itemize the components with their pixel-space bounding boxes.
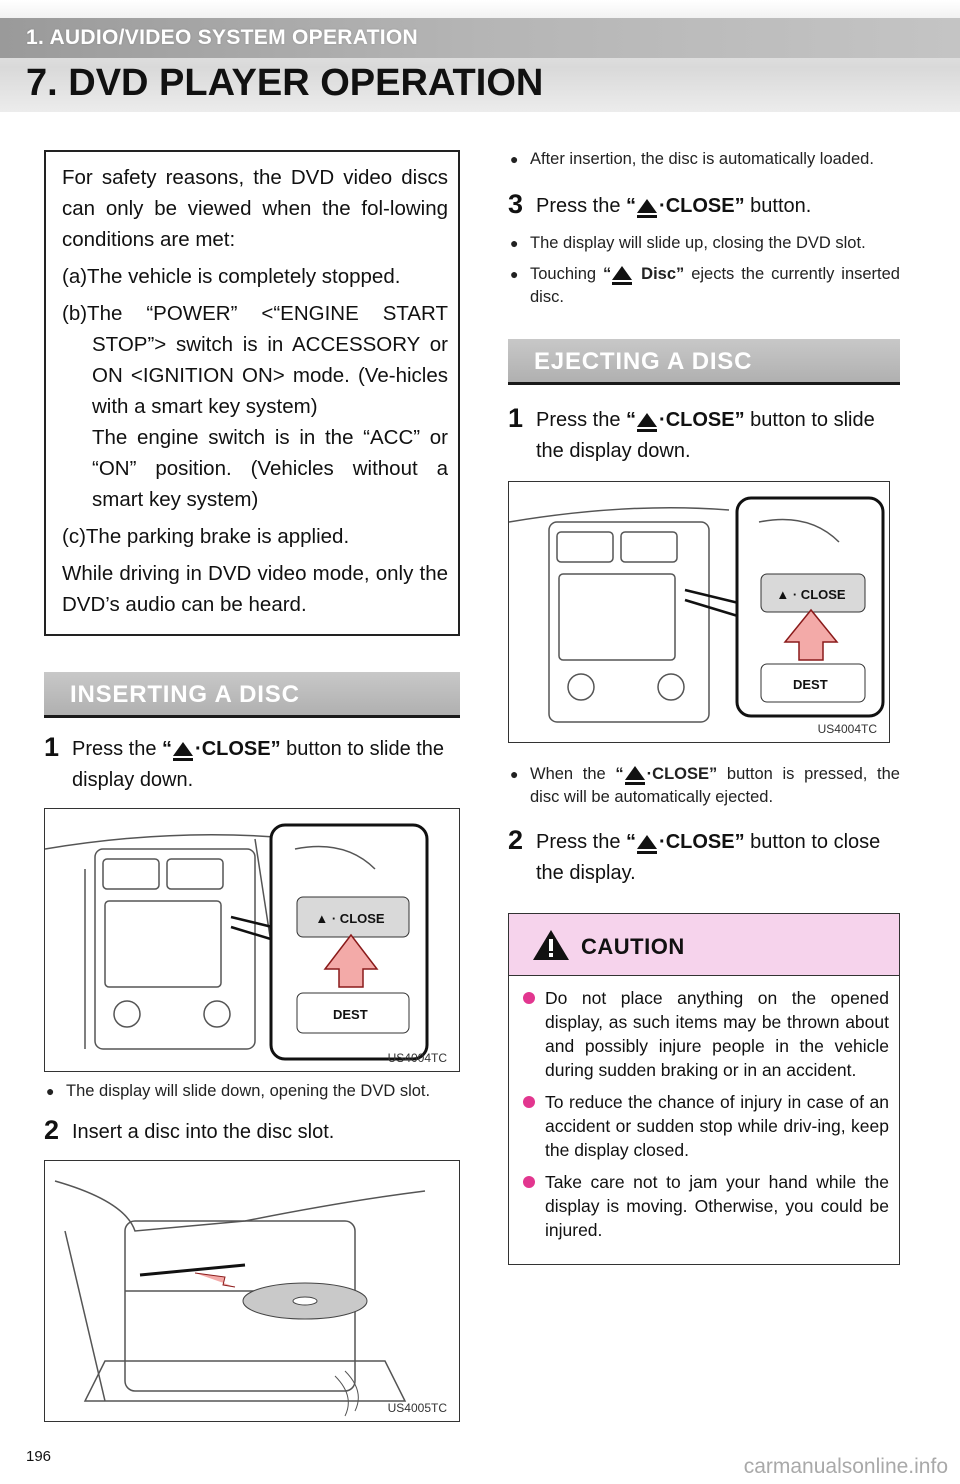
watermark: carmanualsonline.info — [743, 1455, 948, 1478]
insert-step-2: 2 Insert a disc into the disc slot. — [44, 1115, 460, 1148]
eject-icon — [637, 199, 658, 218]
right-column: ●After insertion, the disc is automatica… — [508, 150, 900, 1265]
caution-body: Do not place anything on the opened disp… — [509, 976, 899, 1264]
eject-icon — [612, 266, 633, 285]
step-text: button to close the display. — [536, 831, 881, 884]
step-number: 2 — [508, 825, 524, 855]
eject-bullet-1: ●When the “·CLOSE” button is pressed, th… — [510, 765, 900, 806]
page-header: 1. AUDIO/VIDEO SYSTEM OPERATION 7. DVD P… — [0, 0, 960, 112]
step-text: Insert a disc into the disc slot. — [72, 1121, 335, 1143]
insert-bullet-3: ●The display will slide up, closing the … — [510, 234, 866, 252]
figure-console-eject-2: ▲ · CLOSE DEST US4004TC — [508, 481, 890, 743]
page-number: 196 — [26, 1448, 52, 1465]
svg-text:DEST: DEST — [333, 1007, 368, 1022]
insert-bullet-2: ●After insertion, the disc is automatica… — [510, 150, 874, 168]
section-band — [0, 18, 960, 58]
section-title: 1. AUDIO/VIDEO SYSTEM OPERATION — [26, 26, 419, 49]
caution-item: To reduce the chance of injury in case o… — [523, 1090, 889, 1162]
eject-step-1: 1 Press the “·CLOSE” button to slide the… — [508, 403, 900, 467]
eject-close-button-ref: “·CLOSE” — [162, 738, 281, 761]
disc-insert-illustration — [54, 1180, 426, 1417]
bullet-dot-icon — [523, 1176, 535, 1188]
insert-bullet-1: ●The display will slide down, opening th… — [46, 1082, 431, 1100]
step-number: 3 — [508, 189, 524, 219]
eject-icon — [637, 835, 658, 854]
eject-icon — [637, 413, 658, 432]
bullet-dot-icon — [523, 992, 535, 1004]
figure-console-eject: ▲ · CLOSE DEST US4004TC — [44, 808, 460, 1072]
step-text: button to slide the display down. — [72, 738, 445, 791]
step-text: button to slide the display down. — [536, 409, 875, 462]
insert-step-3: 3 Press the “·CLOSE” button. — [508, 189, 900, 222]
caution-item: Take care not to jam your hand while the… — [523, 1170, 889, 1242]
insert-step-1: 1 Press the “·CLOSE” button to slide the… — [44, 732, 460, 796]
safety-intro: For safety reasons, the DVD video discs … — [62, 166, 448, 251]
svg-text:▲ · CLOSE: ▲ · CLOSE — [776, 587, 846, 602]
left-column: For safety reasons, the DVD video discs … — [44, 150, 460, 1422]
step-number: 1 — [508, 403, 524, 433]
inserting-heading: INSERTING A DISC — [44, 672, 460, 718]
console-illustration: ▲ · CLOSE DEST — [45, 823, 429, 1061]
eject-icon — [624, 766, 645, 785]
caution-item: Do not place anything on the opened disp… — [523, 986, 889, 1082]
figure-code: US4005TC — [387, 1401, 447, 1415]
figure-code: US4004TC — [387, 1051, 447, 1065]
step-text: button. — [744, 195, 812, 217]
safety-outro: While driving in DVD video mode, only th… — [62, 562, 448, 616]
svg-text:DEST: DEST — [793, 677, 828, 692]
eject-close-button-ref: “·CLOSE” — [626, 195, 745, 218]
eject-icon — [173, 742, 194, 761]
eject-close-button-ref: “·CLOSE” — [626, 409, 745, 432]
eject-step-2: 2 Press the “·CLOSE” button to close the… — [508, 825, 900, 889]
eject-close-button-ref: “·CLOSE” — [626, 831, 745, 854]
step-text: Press the — [536, 195, 627, 217]
step-number: 1 — [44, 732, 60, 762]
condition-a: (a)The vehicle is completely stopped. — [62, 265, 401, 288]
safety-notice-box: For safety reasons, the DVD video discs … — [44, 150, 460, 636]
insert-bullet-4: ●Touching “ Disc” ejects the currently i… — [510, 265, 900, 306]
condition-b-no-smart-key: The engine switch is in the “ACC” or “ON… — [92, 426, 448, 511]
step-text: Press the — [536, 831, 627, 853]
caution-box: CAUTION Do not place anything on the ope… — [508, 913, 900, 1265]
condition-c: (c)The parking brake is applied. — [62, 525, 350, 548]
svg-text:▲ · CLOSE: ▲ · CLOSE — [315, 911, 385, 926]
console-illustration: ▲ · CLOSE DEST — [509, 496, 885, 723]
condition-b-smart-key: (b)The “POWER” <“ENGINE START STOP”> swi… — [62, 302, 448, 418]
caution-title: CAUTION — [581, 934, 685, 959]
step-text: Press the — [536, 409, 627, 431]
bullet-dot-icon — [523, 1096, 535, 1108]
figure-code: US4004TC — [817, 722, 877, 736]
caution-header: CAUTION — [509, 914, 899, 976]
page-title: 7. DVD PLAYER OPERATION — [26, 62, 544, 104]
step-text: Press the — [72, 738, 163, 760]
ejecting-heading: EJECTING A DISC — [508, 339, 900, 385]
warning-icon — [533, 930, 569, 960]
step-number: 2 — [44, 1115, 60, 1145]
figure-disc-insert: US4005TC — [44, 1160, 460, 1422]
